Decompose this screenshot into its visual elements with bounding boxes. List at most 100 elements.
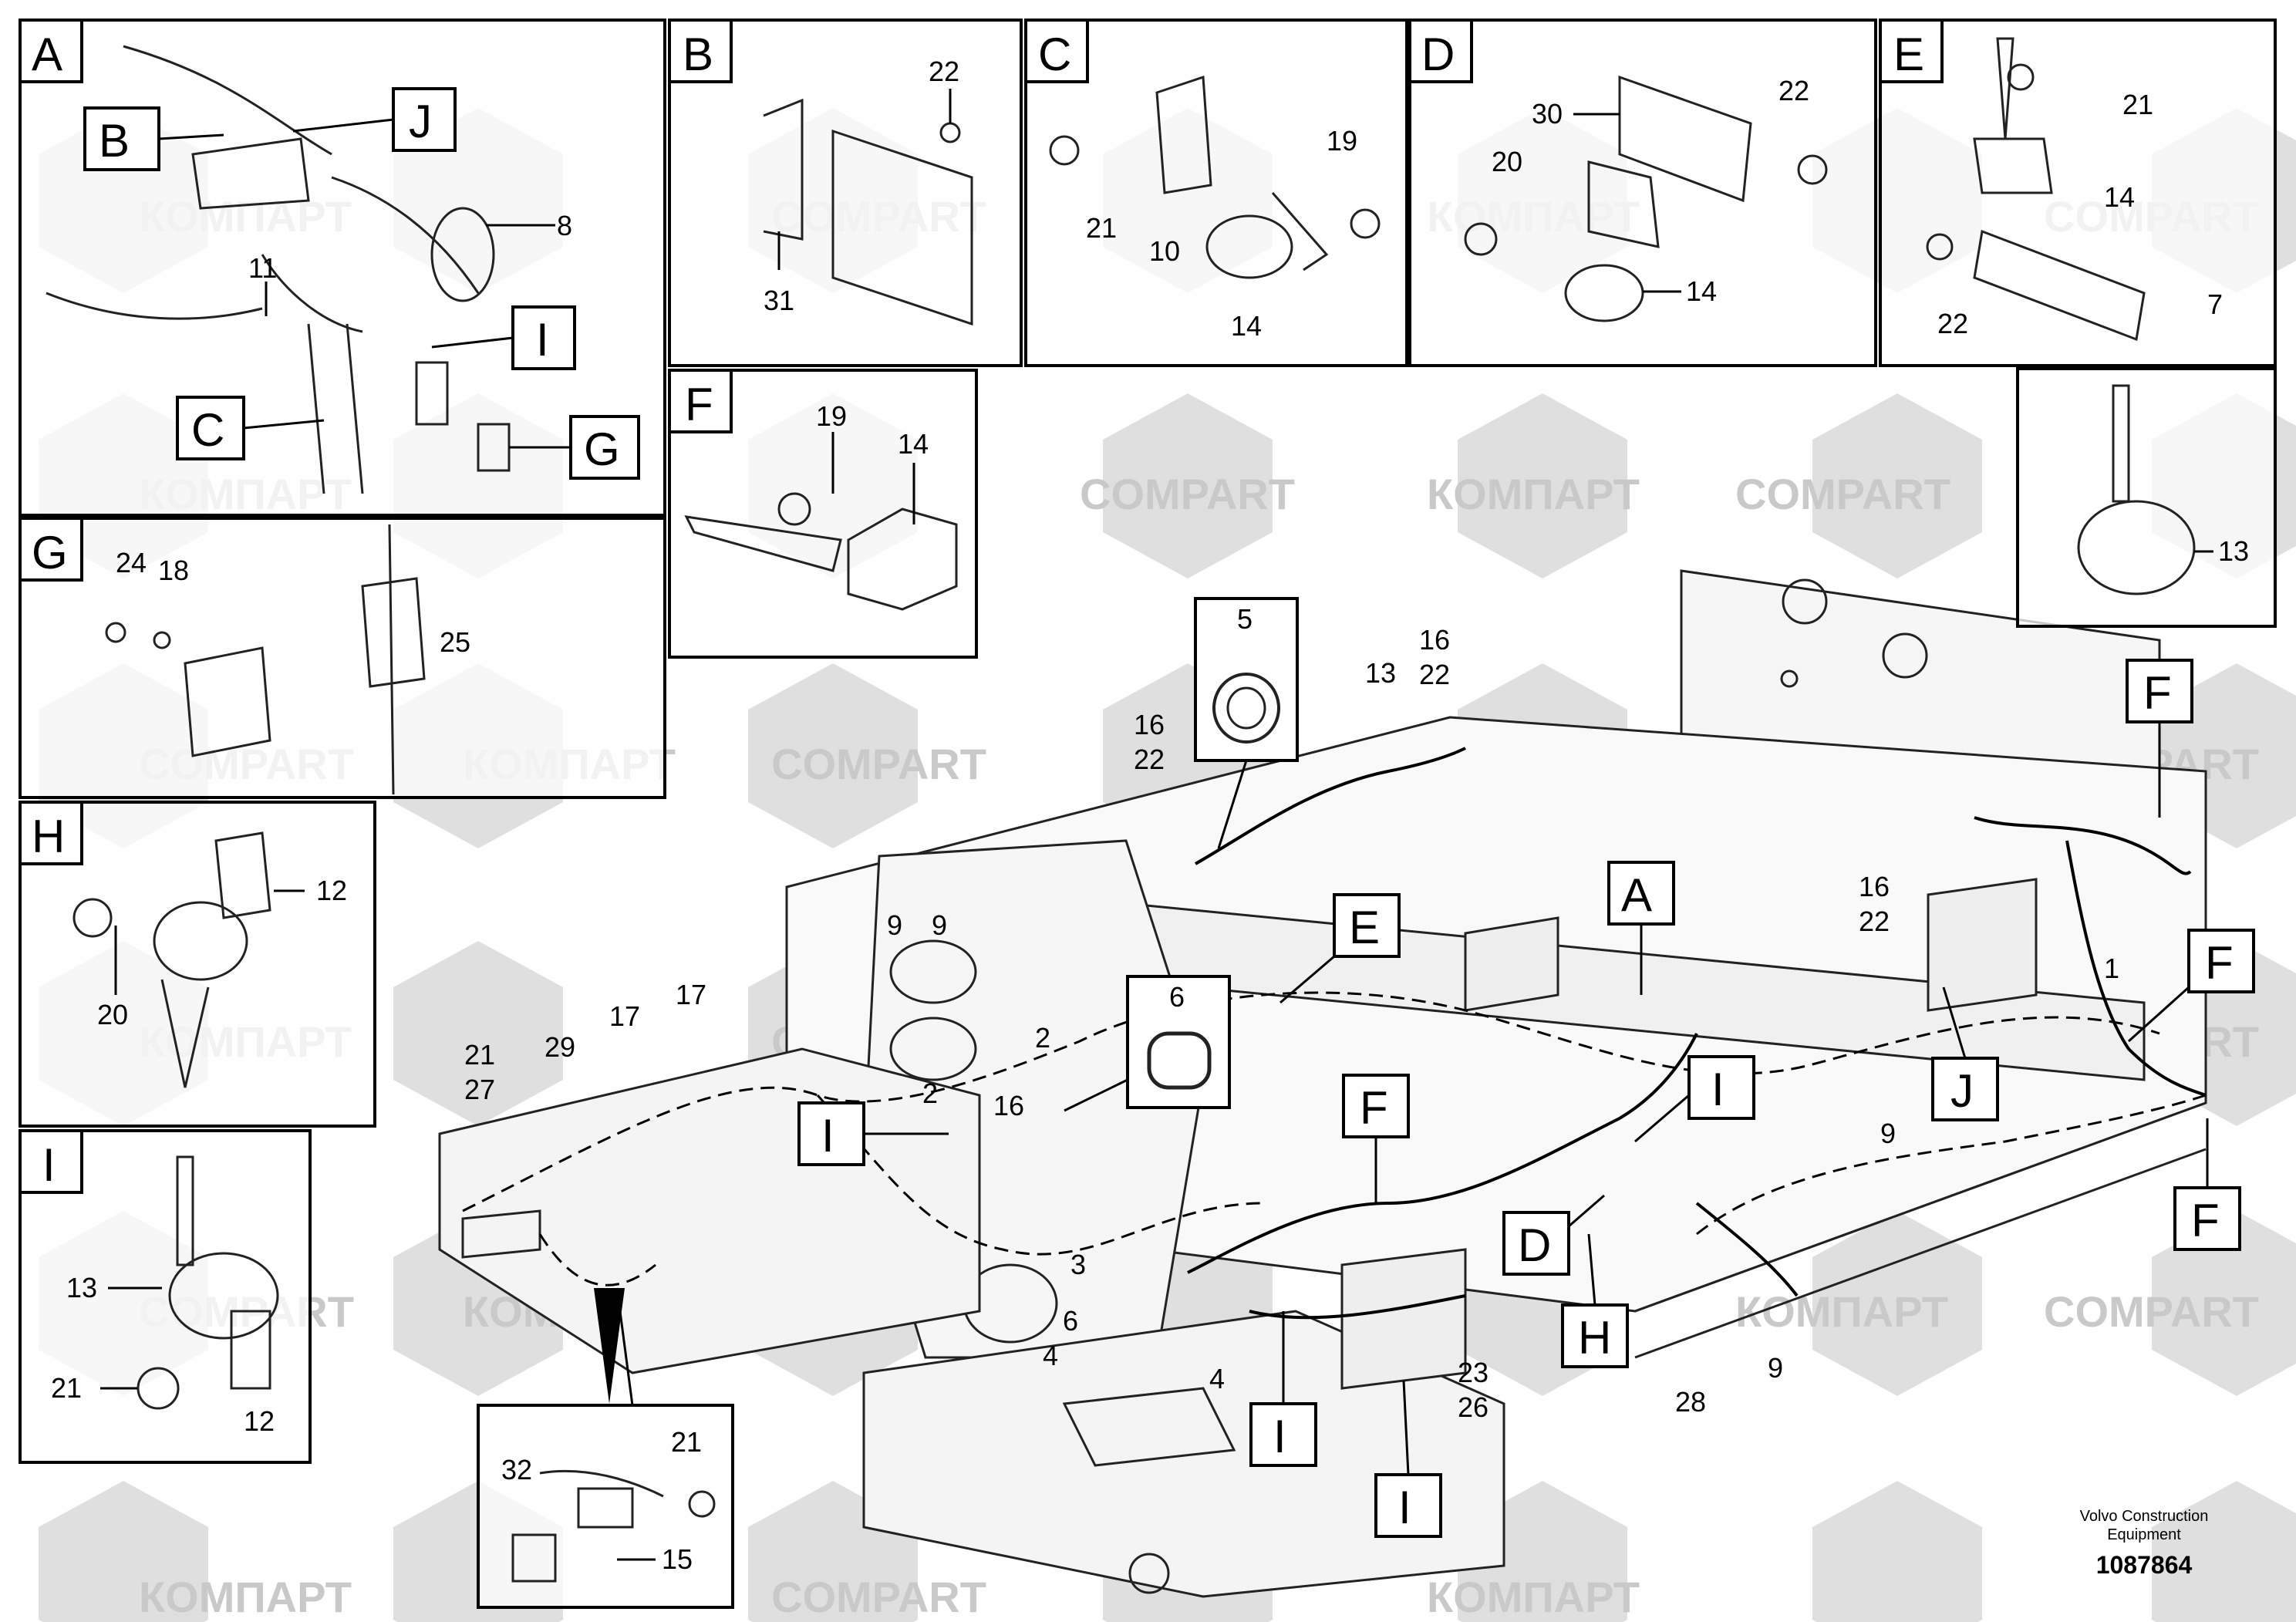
callout-20: 20 [97,999,128,1030]
main-callout-9a: 9 [887,909,902,941]
publisher-line-2: Equipment [2107,1526,2181,1543]
callout-21: 21 [2122,89,2153,120]
main-callout-23: 23 [1458,1357,1489,1388]
callout-31: 31 [764,285,794,316]
main-callout-1: 1 [2104,953,2119,984]
callout-7: 7 [2207,288,2223,320]
main-tag-j: J [1950,1065,1974,1117]
main-callout-17b: 17 [676,979,706,1010]
svg-text:COMPART: COMPART [1735,470,1950,518]
callout-13: 13 [66,1272,97,1303]
callout-20: 20 [1492,146,1522,177]
panel-i-letter: I [42,1139,56,1191]
main-tag-f-1: F [2143,667,2172,719]
callout-22: 22 [929,56,959,87]
callout-12: 12 [316,875,347,906]
publisher-line-1: Volvo Construction [2080,1508,2209,1525]
panel-i: I 13 21 12 [19,1129,312,1464]
main-callout-16a: 16 [1134,709,1165,740]
callout-6: 6 [1169,981,1185,1013]
panel-a-tag-c: C [191,404,224,456]
main-callout-21: 21 [464,1039,495,1071]
main-tag-f-3: F [2191,1195,2220,1246]
panel-d-letter: D [1421,29,1455,80]
svg-text:КОМПАРТ: КОМПАРТ [1427,1573,1640,1621]
main-callout-9b: 9 [932,909,947,941]
main-tag-d: D [1518,1219,1551,1271]
callout-32: 32 [501,1454,532,1485]
panel-g: G 24 18 25 [19,517,666,799]
main-callout-16d: 16 [993,1090,1024,1121]
main-callout-16c: 16 [1859,871,1890,902]
panel-h: H 12 20 [19,801,376,1128]
main-callout-28: 28 [1675,1386,1706,1418]
panel-f-letter: F [685,379,713,430]
main-callout-4b: 4 [1209,1363,1225,1394]
main-tag-f-2: F [2205,937,2234,989]
callout-14: 14 [1231,310,1262,342]
main-callout-16b: 16 [1419,624,1450,656]
panel-h-letter: H [32,811,65,862]
callout-22: 22 [1778,75,1809,106]
callout-21: 21 [51,1372,82,1404]
main-callout-13: 13 [1365,657,1396,689]
main-callout-6: 6 [1063,1305,1078,1337]
callout-22: 22 [1937,308,1968,339]
svg-text:КОМПАРТ: КОМПАРТ [1735,1287,1948,1336]
main-callout-4a: 4 [1043,1340,1058,1371]
callout-13: 13 [2218,535,2249,567]
callout-5: 5 [1237,603,1253,635]
main-callout-9d: 9 [1768,1352,1783,1384]
drawing-number: 1087864 [2096,1551,2193,1579]
panel-c-letter: C [1038,29,1071,80]
main-callout-22c: 22 [1859,905,1890,937]
main-callout-26: 26 [1458,1391,1489,1423]
drawing-footer: Volvo Construction Equipment 1087864 [2080,1508,2209,1579]
panel-e: E 21 14 22 7 [1879,19,2277,367]
panel-grommet-detail: 6 [1064,975,1231,1112]
svg-text:КОМПАРТ: КОМПАРТ [1427,470,1640,518]
panel-a: A B J I C G 8 11 [19,19,666,517]
callout-21: 21 [1086,212,1117,244]
panel-clamp-13: 13 [2016,367,2277,628]
callout-14: 14 [1686,275,1717,307]
panel-a-tag-j: J [409,96,432,147]
svg-text:COMPART: COMPART [771,1573,986,1621]
main-callout-27: 27 [464,1074,495,1105]
main-tag-i-1: I [821,1110,834,1162]
panel-b-letter: B [683,29,713,80]
main-tag-h: H [1578,1312,1611,1364]
callout-24: 24 [116,547,147,578]
main-tag-e: E [1349,902,1380,953]
callout-19: 19 [816,400,847,432]
panel-b: B 22 31 [668,19,1023,367]
main-tag-i-4: I [1398,1482,1411,1533]
harness-routes [462,991,2207,1286]
callout-8: 8 [557,210,572,241]
main-callout-17a: 17 [609,1000,640,1032]
svg-text:COMPART: COMPART [1080,470,1295,518]
main-callout-3: 3 [1070,1249,1086,1280]
main-tag-i-2: I [1711,1064,1725,1115]
main-frame-drawing [438,569,2207,1598]
main-callout-29: 29 [544,1031,575,1063]
callout-18: 18 [158,555,189,586]
main-callout-9c: 9 [1880,1118,1896,1149]
harness-solid [1187,747,2207,1320]
callout-25: 25 [440,626,470,658]
callout-14: 14 [2104,181,2135,213]
panel-bottom-detail: 32 21 15 [477,1287,734,1609]
callout-21: 21 [671,1426,702,1458]
main-tag-f-4: F [1360,1082,1388,1134]
callout-15: 15 [662,1543,693,1575]
panel-a-tag-g: G [584,423,620,475]
callout-10: 10 [1149,235,1180,267]
callout-19: 19 [1327,125,1357,157]
main-callout-22a: 22 [1134,744,1165,775]
main-callout-22b: 22 [1419,659,1450,690]
panel-ring-detail: 5 [1194,597,1299,849]
main-tag-a: A [1621,869,1652,921]
main-callout-2a: 2 [1035,1022,1050,1054]
callout-12: 12 [244,1405,275,1437]
